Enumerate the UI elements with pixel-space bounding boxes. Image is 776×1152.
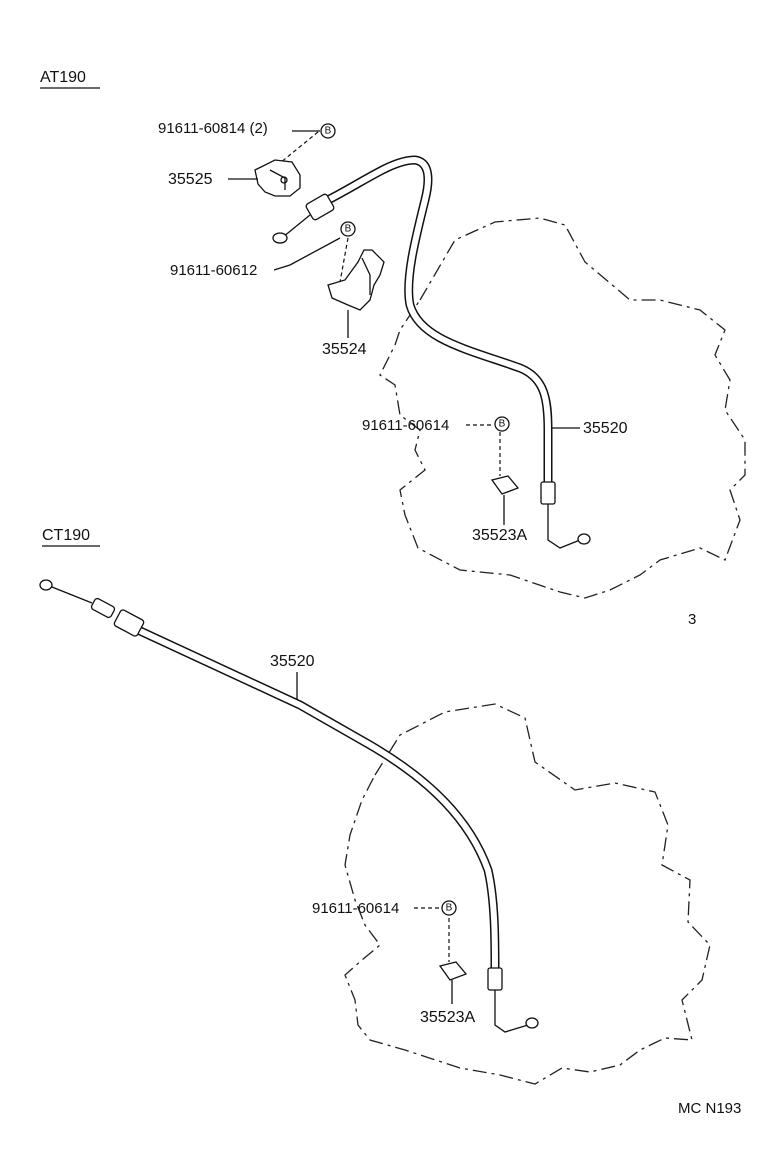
bracket-35525-hole <box>280 176 288 184</box>
bracket-35524 <box>327 249 385 311</box>
label-cable-35520-ct190: 35520 <box>270 653 315 670</box>
bolt-marker-mid: B <box>340 221 356 237</box>
label-bolt-91611-60614-ct190: 91611-60614 <box>312 900 399 917</box>
section-ct190: CT190 B 35520 91611-60614 35523A <box>39 527 711 1085</box>
bracket-35524-detail <box>361 257 371 295</box>
wire-end-knob-top <box>272 232 288 244</box>
svg-text:B: B <box>345 224 352 235</box>
wire-end-knob-low <box>577 533 591 545</box>
label-part-35524: 35524 <box>322 341 367 358</box>
label-clamp-35523A-at190: 35523A <box>472 527 527 544</box>
label-bolt-91611-60612: 91611-60612 <box>170 262 257 279</box>
transmission-outline-at190 <box>379 217 746 599</box>
cable-35520-at190 <box>313 155 553 490</box>
section-at190: AT190 B <box>40 69 746 599</box>
cable-end-fitting-low <box>540 481 556 505</box>
figure-code: MC N193 <box>678 1100 741 1117</box>
label-bolt-91611-60614-at190: 91611-60614 <box>362 417 449 434</box>
cable-adjuster-ct190 <box>90 597 116 619</box>
clamp-35523A-at190 <box>490 475 520 495</box>
inner-wire-low-ct190 <box>494 990 529 1033</box>
wire-end-knob-ct190 <box>39 579 53 591</box>
bolt-marker-ct190: B <box>441 900 457 916</box>
cable-end-fitting-ct190 <box>113 609 145 637</box>
cable-end-fitting-top <box>305 193 335 221</box>
section-title-ct190: CT190 <box>42 527 90 544</box>
label-clamp-35523A-ct190: 35523A <box>420 1009 475 1026</box>
inner-wire-ct190 <box>51 586 93 604</box>
wire-end-knob-low-ct190 <box>525 1017 539 1029</box>
label-part-35525: 35525 <box>168 171 213 188</box>
bolt-top-leader <box>279 131 319 164</box>
cable-end-fitting-low-ct190 <box>487 967 503 991</box>
bolt-marker-top: B <box>320 123 336 139</box>
clamp-35523A-ct190 <box>438 961 468 981</box>
section-title-at190: AT190 <box>40 69 86 86</box>
stray-mark: 3 <box>688 611 696 628</box>
svg-text:B: B <box>446 903 453 914</box>
transmission-outline-ct190 <box>344 703 711 1085</box>
label-cable-35520-at190: 35520 <box>583 420 628 437</box>
bolt-marker-low: B <box>494 416 510 432</box>
inner-wire-low <box>547 504 581 549</box>
inner-wire-top <box>282 214 311 238</box>
bracket-35525 <box>254 159 301 197</box>
label-bolt-91611-60814: 91611-60814 (2) <box>158 120 268 137</box>
svg-text:B: B <box>325 126 332 137</box>
svg-text:B: B <box>499 419 506 430</box>
bolt-mid-leader <box>339 237 349 283</box>
bracket-35525-detail <box>269 169 286 190</box>
